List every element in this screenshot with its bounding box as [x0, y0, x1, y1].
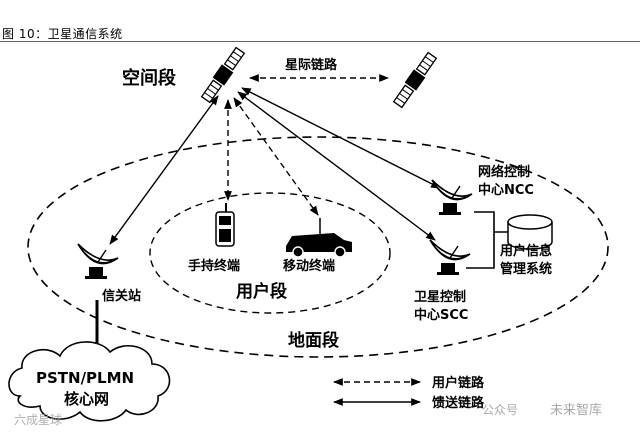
ncc-dish-icon — [431, 179, 473, 216]
pstn-label-line2: 核心网 — [64, 390, 109, 408]
watermark-left: 六成星球 — [14, 413, 62, 427]
gateway-dish-icon — [77, 243, 119, 280]
userinfo-label-line1: 用户信息 — [499, 243, 552, 259]
space-segment-label: 空间段 — [122, 67, 177, 89]
userinfo-label-line2: 管理系统 — [500, 261, 552, 277]
scc-connector — [466, 232, 495, 269]
ncc-label-line1: 网络控制 — [478, 164, 530, 180]
ground-segment-label: 地面段 — [288, 330, 339, 351]
watermark-right-name: 未来智库 — [550, 402, 602, 418]
inter-satellite-link-label: 星际链路 — [285, 57, 338, 73]
figure-header: 图 10：卫星通信系统 — [0, 0, 640, 42]
ncc-db-connector — [474, 211, 508, 233]
core-network-cloud — [8, 341, 171, 422]
ncc-label-line2: 中心NCC — [478, 182, 534, 198]
feeder-link-scc — [237, 91, 436, 241]
vehicle-terminal-icon — [286, 218, 352, 258]
satellite-icon — [392, 51, 438, 109]
database-icon — [507, 214, 553, 250]
scc-label-line1: 卫星控制 — [414, 289, 466, 305]
mobile-label: 移动终端 — [283, 258, 335, 274]
legend-user-link-label: 用户链路 — [431, 375, 485, 391]
feeder-link-ncc — [241, 87, 441, 189]
handheld-label: 手持终端 — [188, 258, 240, 274]
figure-title: 图 10：卫星通信系统 — [2, 27, 123, 41]
feeder-link-gateway — [109, 95, 219, 245]
watermark-right-prefix: 公众号 — [482, 403, 518, 417]
user-link-mobile — [233, 97, 319, 216]
handheld-terminal-icon — [215, 203, 235, 247]
pstn-label-line1: PSTN/PLMN — [36, 369, 134, 387]
user-segment-label: 用户段 — [236, 281, 287, 302]
legend-feeder-link-label: 馈送链路 — [432, 395, 485, 411]
satellite-icon — [200, 46, 246, 104]
scc-label-line2: 中心SCC — [414, 307, 468, 323]
gateway-label: 信关站 — [102, 288, 141, 304]
header-rule — [0, 41, 640, 42]
scc-dish-icon — [429, 239, 471, 276]
